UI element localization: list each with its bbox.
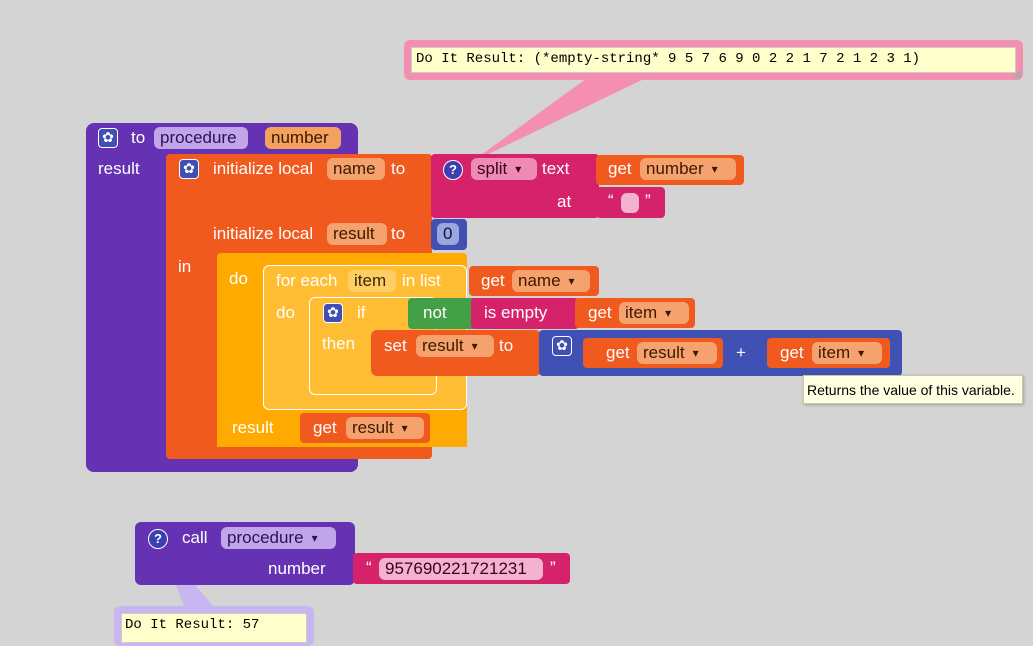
get-var-dropdown[interactable]: item <box>619 302 689 324</box>
is-empty-block[interactable] <box>471 298 579 329</box>
local-var-name[interactable]: name <box>327 158 385 180</box>
in-list-label: in list <box>402 271 441 290</box>
text-label: text <box>542 159 570 178</box>
result-label: result <box>98 159 140 178</box>
not-label: not <box>423 303 447 322</box>
param-number[interactable]: number <box>265 127 341 149</box>
number-field[interactable]: 0 <box>437 223 459 245</box>
set-label: set <box>384 336 407 355</box>
init-label: initialize local <box>213 224 314 243</box>
for-each-label: for each <box>276 271 338 290</box>
get-label: get <box>481 271 505 290</box>
split-dropdown[interactable]: split <box>471 158 537 180</box>
resize-handle[interactable] <box>1013 70 1021 78</box>
not-block[interactable] <box>408 298 478 329</box>
close-quote: ” <box>645 191 651 210</box>
call-label: call <box>182 528 208 547</box>
loop-var-item[interactable]: item <box>348 270 396 292</box>
get-var-dropdown[interactable]: item <box>812 342 882 364</box>
to-label: to <box>391 224 406 243</box>
is-empty-label: is empty <box>484 303 548 322</box>
if-label: if <box>357 303 366 322</box>
get-var-dropdown[interactable]: number <box>640 158 736 180</box>
do-label: do <box>229 269 248 288</box>
at-label: at <box>557 192 572 211</box>
in-label: in <box>178 257 192 276</box>
procedure-name-field[interactable]: procedure <box>154 127 248 149</box>
to-label: to <box>131 128 146 147</box>
get-var-dropdown[interactable]: name <box>512 270 590 292</box>
tooltip-text: Returns the value of this variable. <box>807 382 1015 398</box>
procedure-bottom <box>86 458 358 472</box>
init-spine <box>166 250 204 448</box>
result-label: result <box>232 418 274 437</box>
result-bubble-top: Do It Result: (*empty-string* 9 5 7 6 9 … <box>404 40 1023 80</box>
open-quote: “ <box>608 191 614 210</box>
result-text: Do It Result: 57 <box>125 617 260 633</box>
then-label: then <box>322 334 356 353</box>
gear-icon[interactable]: ✿ <box>323 303 343 323</box>
gear-icon[interactable]: ✿ <box>98 128 118 148</box>
plus-label: + <box>736 343 746 362</box>
get-label: get <box>606 343 630 362</box>
help-icon[interactable]: ? <box>443 160 463 180</box>
procedure-dropdown[interactable]: procedure <box>221 527 336 549</box>
to-label: to <box>391 159 406 178</box>
gear-icon[interactable]: ✿ <box>552 336 572 356</box>
do-label: do <box>276 303 295 322</box>
get-label: get <box>608 159 632 178</box>
empty-string-field[interactable] <box>621 193 639 213</box>
open-quote: “ <box>366 558 372 577</box>
result-text: Do It Result: (*empty-string* 9 5 7 6 9 … <box>416 51 921 67</box>
set-var-dropdown[interactable]: result <box>416 335 494 357</box>
result-bubble-bottom: Do It Result: 57 <box>114 606 314 646</box>
gear-icon[interactable]: ✿ <box>179 159 199 179</box>
close-quote: ” <box>550 558 556 577</box>
init-label: initialize local <box>213 159 314 178</box>
get-label: get <box>588 303 612 322</box>
tooltip: Returns the value of this variable. <box>803 375 1023 404</box>
get-var-dropdown[interactable]: result <box>346 417 424 439</box>
help-icon[interactable]: ? <box>148 529 168 549</box>
local-var-result[interactable]: result <box>327 223 387 245</box>
get-label: get <box>780 343 804 362</box>
get-label: get <box>313 418 337 437</box>
to-label: to <box>499 336 514 355</box>
text-value-field[interactable]: 957690221721231 <box>379 558 543 580</box>
get-var-dropdown[interactable]: result <box>637 342 717 364</box>
param-label: number <box>268 559 326 578</box>
